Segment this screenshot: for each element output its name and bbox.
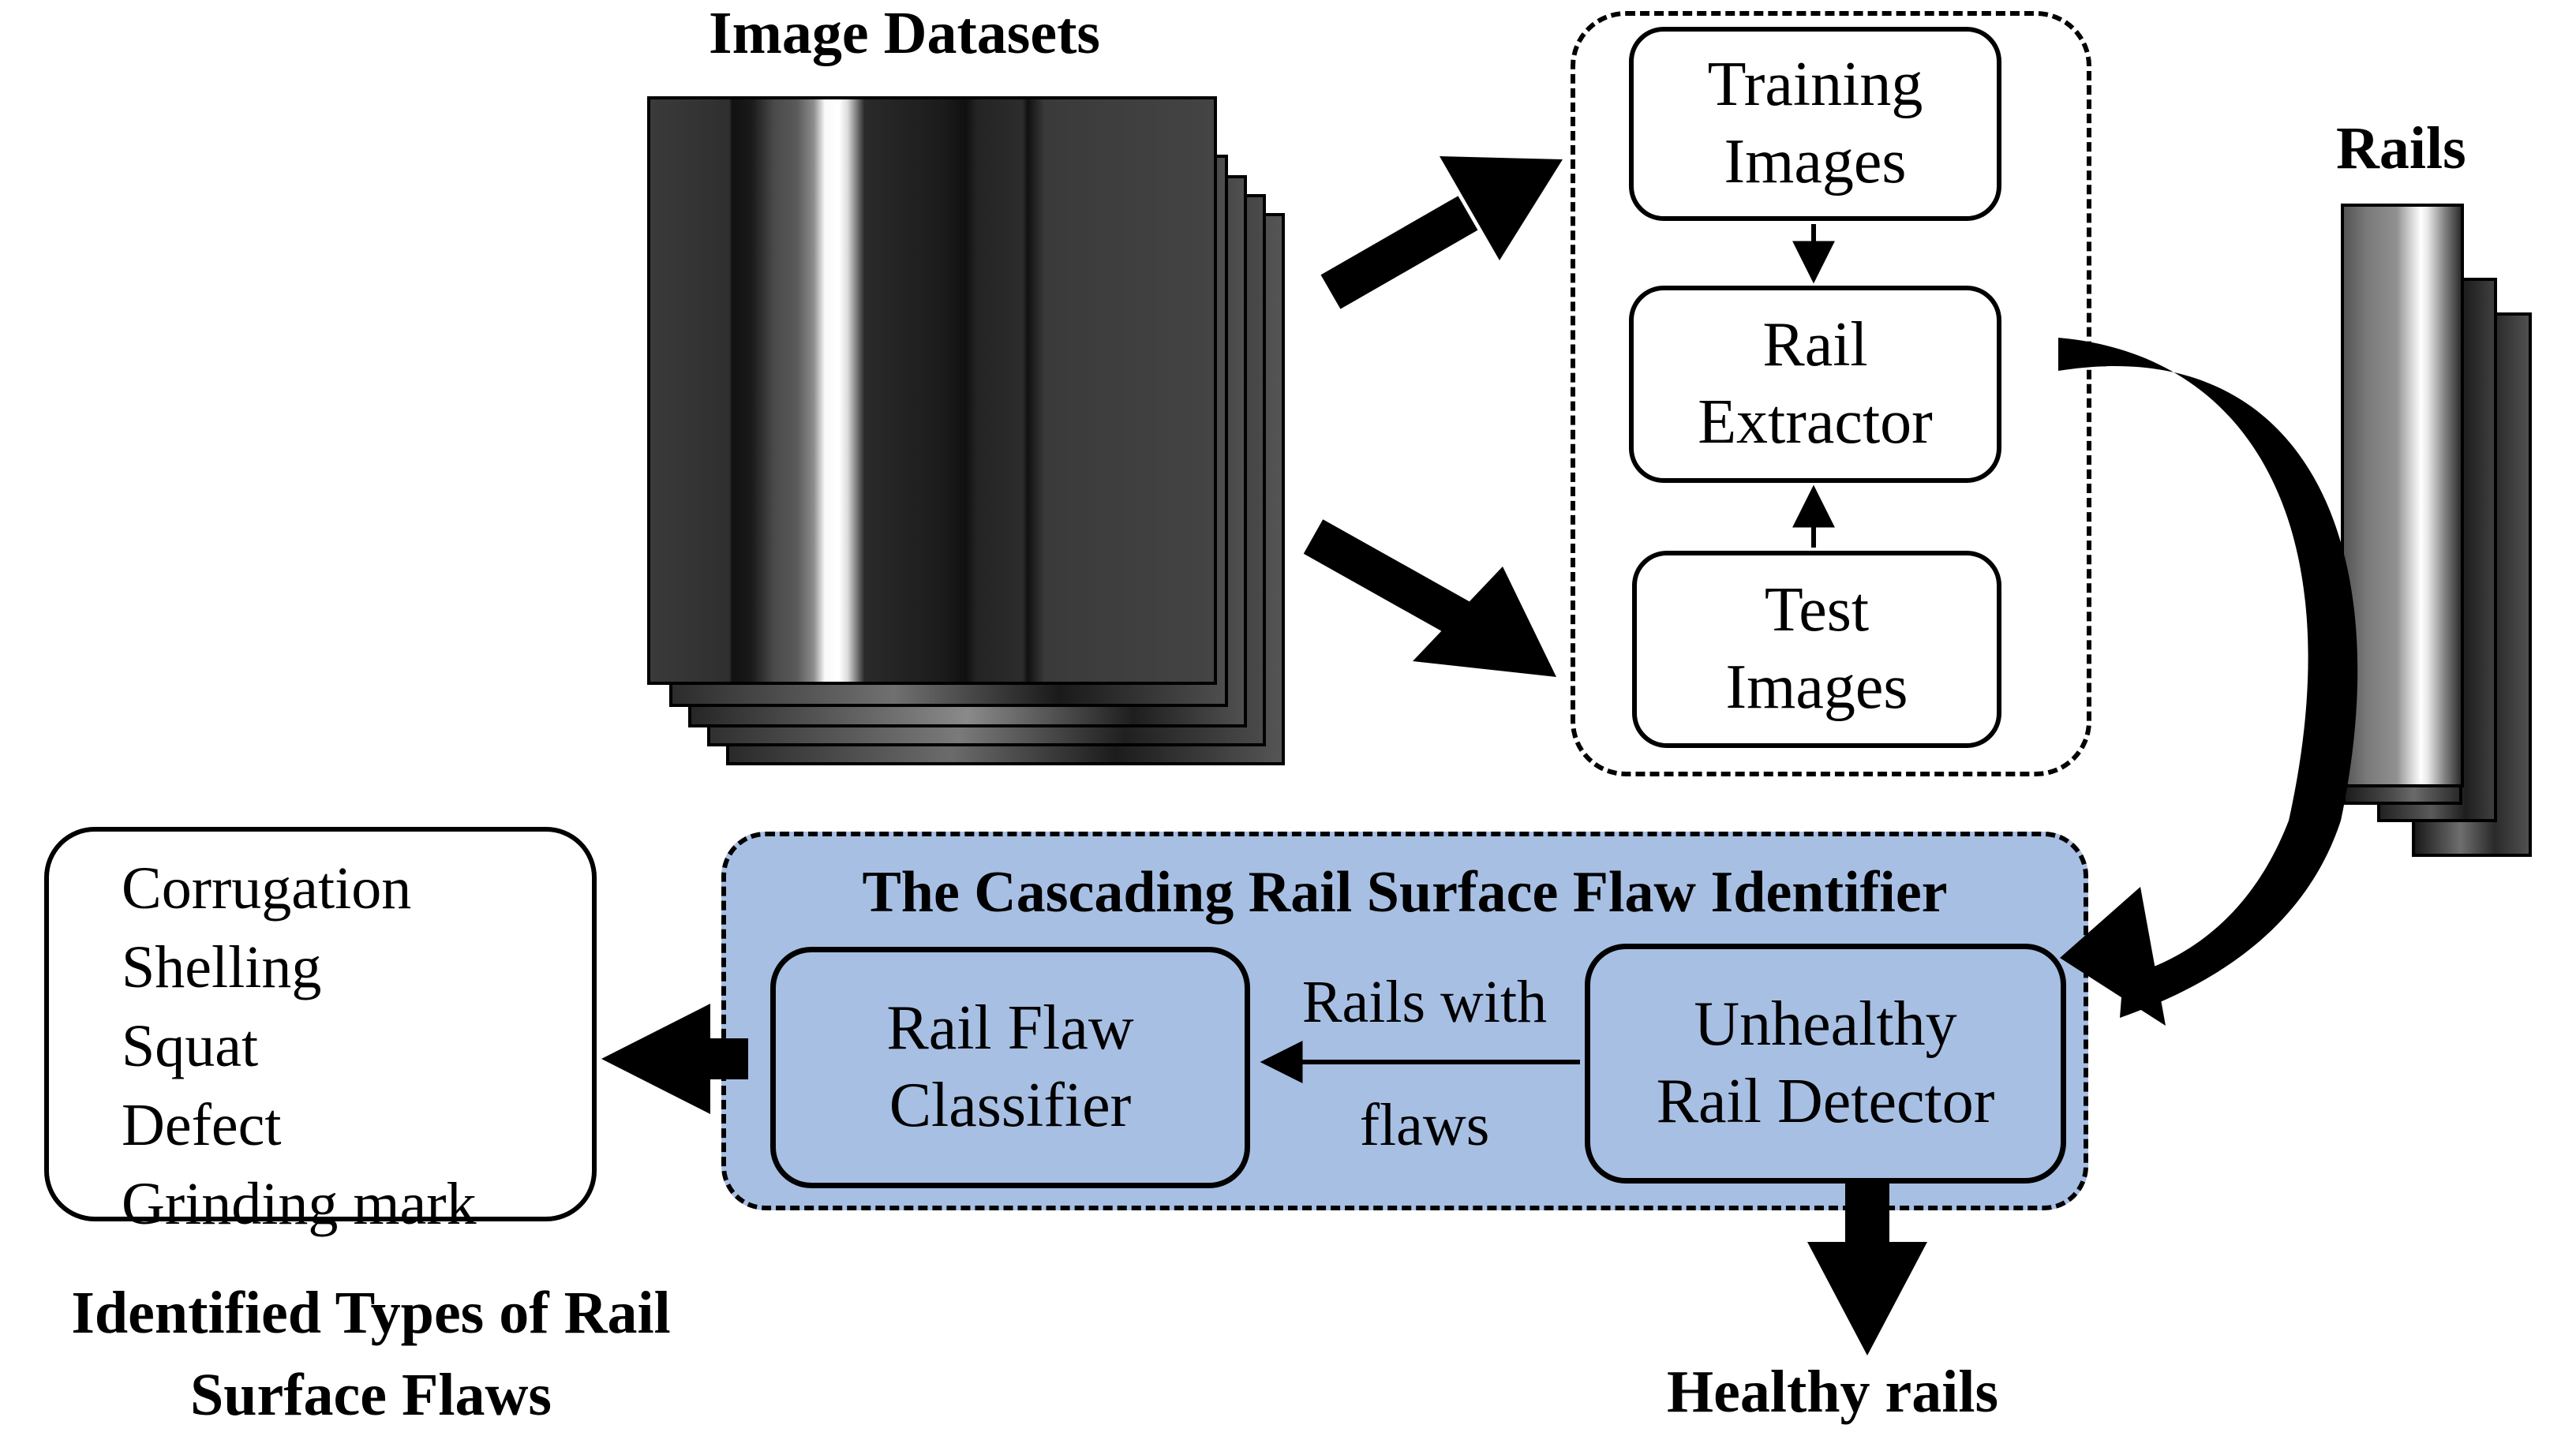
flaw-types-caption-line-2: Surface Flaws [189, 1362, 552, 1428]
training-images-line-2: Images [1724, 127, 1907, 196]
unhealthy-rail-detector-box: Unhealthy Rail Detector [1585, 944, 2066, 1184]
rails-title: Rails [2336, 115, 2466, 181]
dataset-image-front [647, 96, 1217, 685]
arrow-to-training-images [1320, 156, 1563, 309]
flaw-types-caption: Identified Types of Rail Surface Flaws [0, 1272, 742, 1436]
training-images-line-1: Training [1707, 50, 1923, 120]
image-datasets-title: Image Datasets [709, 0, 1101, 66]
classifier-line-1: Rail Flaw [886, 993, 1134, 1064]
arrow-to-healthy-rails [1807, 1184, 1927, 1356]
healthy-rails-label: Healthy rails [1667, 1359, 1999, 1425]
test-images-line-2: Images [1725, 653, 1908, 722]
rail-extractor-line-2: Extractor [1698, 387, 1933, 457]
rail-extractor-line-1: Rail [1762, 310, 1868, 380]
flaw-types-box: Corrugation Shelling Squat Defect Grindi… [44, 827, 597, 1237]
identifier-title: The Cascading Rail Surface Flaw Identifi… [862, 860, 1948, 925]
flaw-type-corrugation: Corrugation [122, 855, 412, 922]
flaw-types-caption-line-1: Identified Types of Rail [71, 1280, 671, 1346]
arrow-to-test-images [1303, 519, 1556, 677]
rail-extractor-box: Rail Extractor [1629, 286, 2001, 483]
edge-label-line-2: flaws [1359, 1092, 1490, 1158]
detector-line-1: Unhealthy [1694, 989, 1957, 1060]
test-images-box: Test Images [1632, 551, 2001, 748]
training-images-box: Training Images [1629, 27, 2001, 221]
flaw-type-shelling: Shelling [122, 934, 322, 1000]
rail-image-front [2341, 204, 2464, 787]
arrow-to-flaw-types [601, 1004, 748, 1114]
curved-arrow-to-detector [2058, 338, 2358, 1026]
flaw-type-grinding-mark: Grinding mark [122, 1171, 477, 1237]
rail-extraction-group [1571, 11, 2091, 776]
classifier-line-2: Classifier [889, 1071, 1132, 1140]
flaw-type-squat: Squat [122, 1013, 259, 1079]
edge-label-line-1: Rails with [1301, 969, 1548, 1035]
detector-line-2: Rail Detector [1656, 1067, 1995, 1136]
test-images-line-1: Test [1764, 575, 1870, 645]
flaw-type-defect: Defect [122, 1092, 282, 1158]
rail-flaw-classifier-box: Rail Flaw Classifier [770, 947, 1250, 1188]
